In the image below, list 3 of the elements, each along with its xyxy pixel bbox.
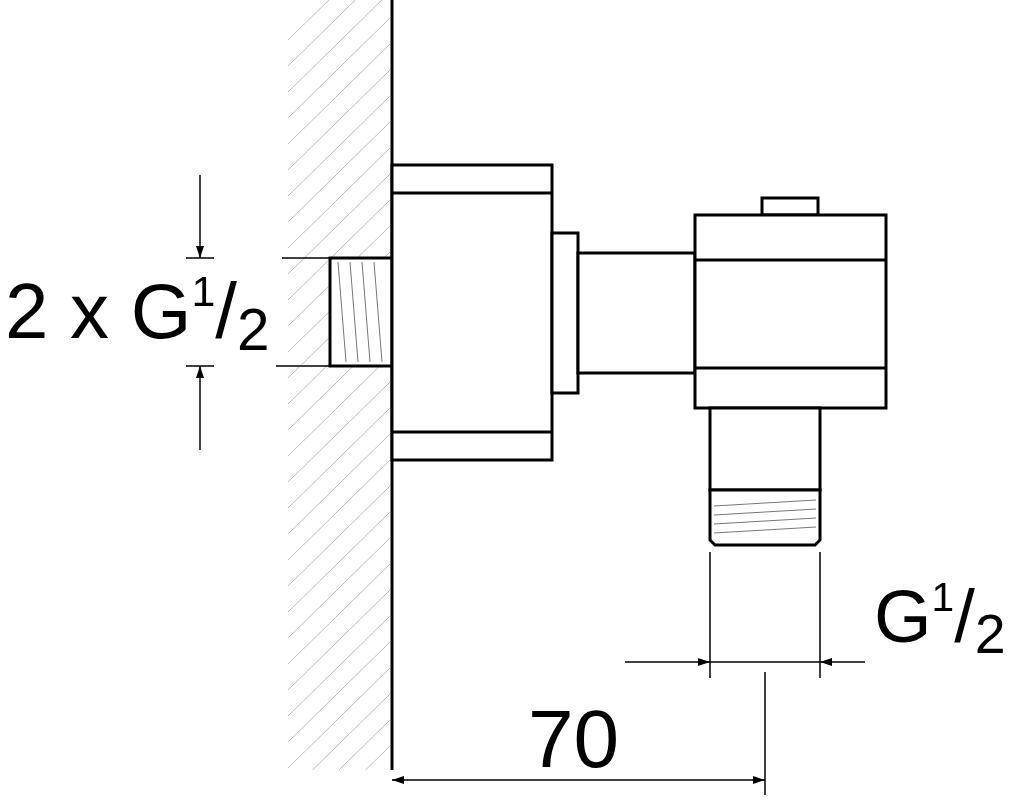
thread-size-label: 2 x G$^{1}$/$_{2}$ <box>5 272 270 350</box>
dimension-value: 70 <box>528 698 620 780</box>
thread-size-label: G$^{1}$/$_{2}$ <box>874 580 1006 654</box>
